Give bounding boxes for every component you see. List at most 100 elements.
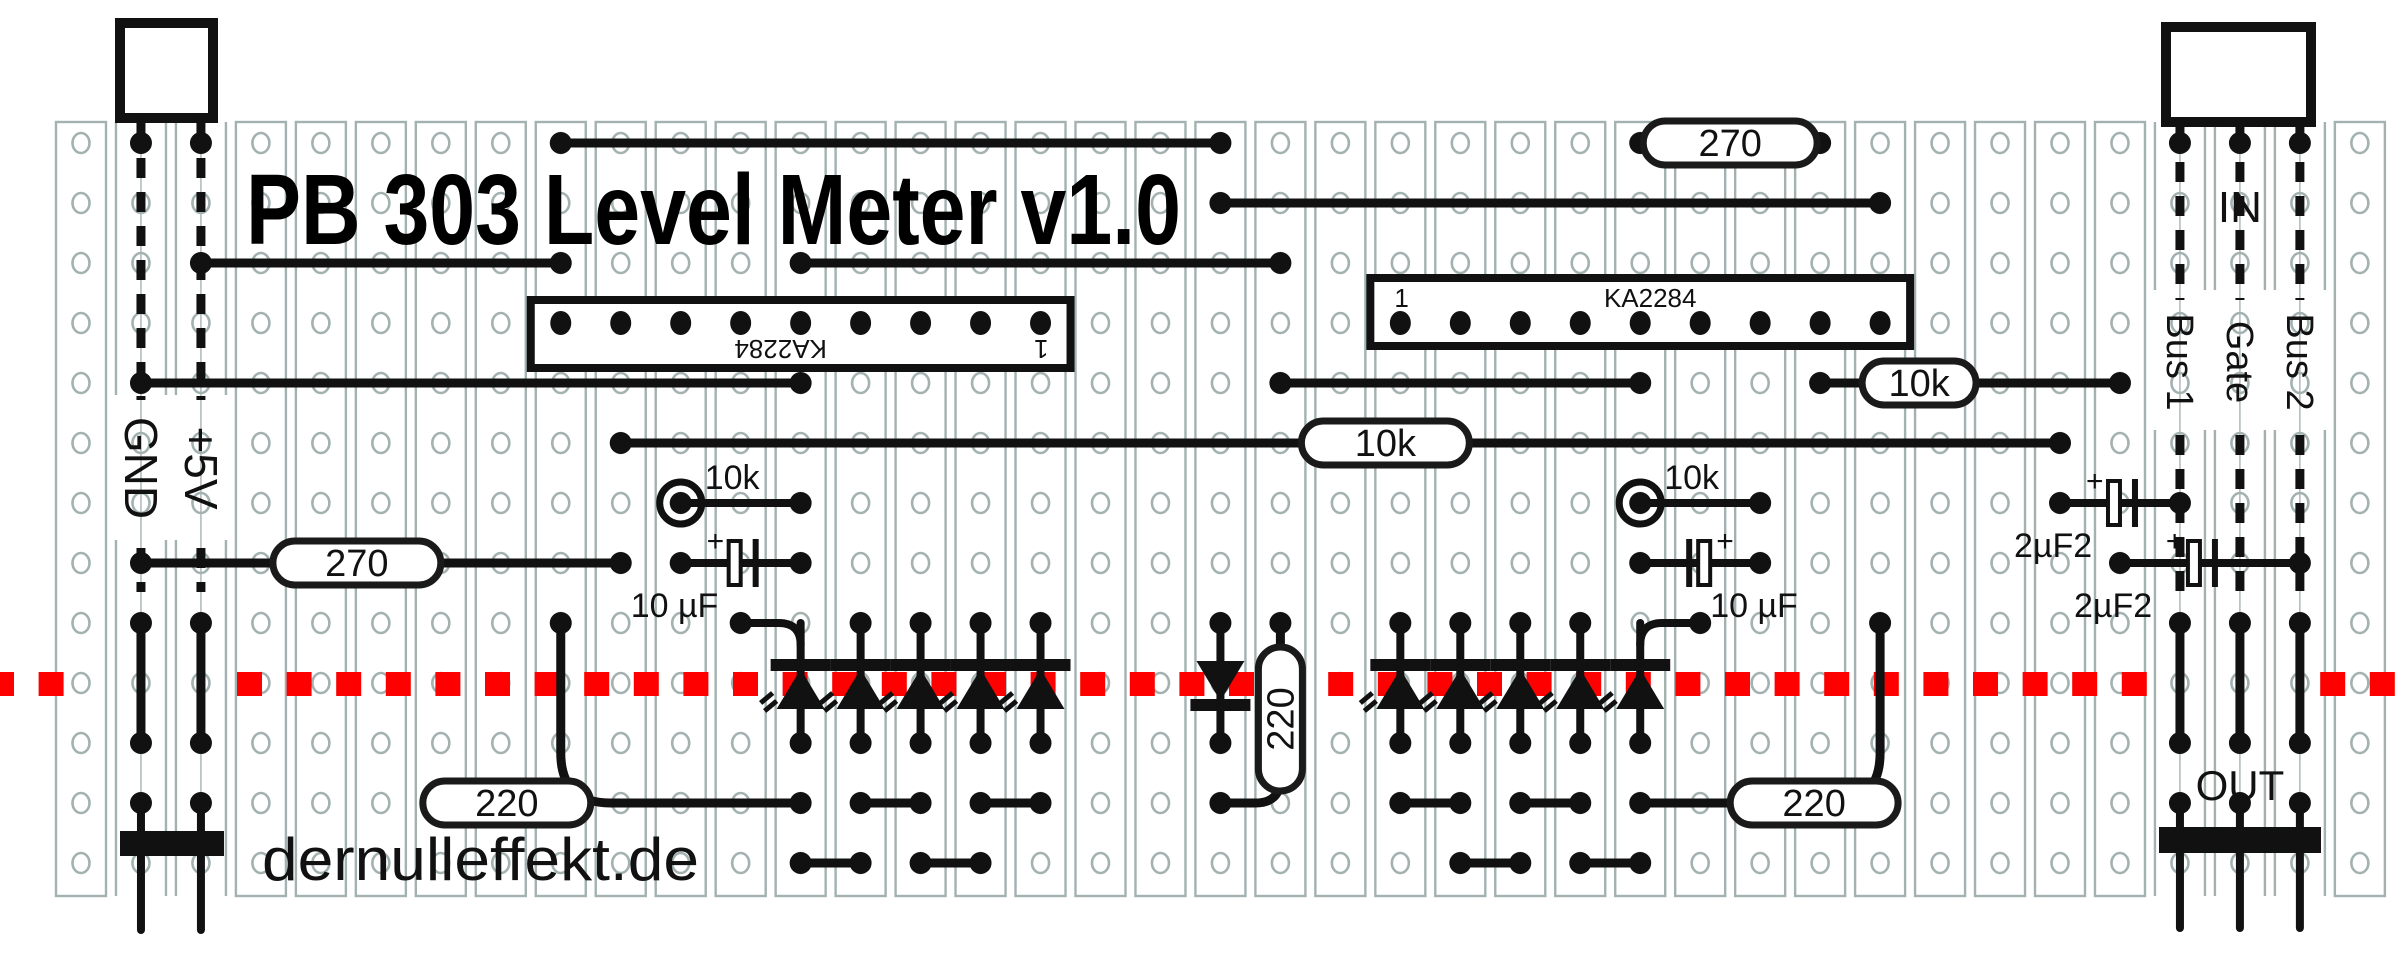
red-marker-square: [2072, 672, 2098, 696]
hole: [1030, 851, 1051, 875]
solder-dot: [969, 612, 992, 634]
hole: [1450, 131, 1471, 155]
strip: [894, 120, 947, 898]
solder-dot: [2049, 492, 2072, 514]
strip: [1494, 120, 1547, 898]
solder-dot: [1449, 792, 1472, 814]
board-title: PB 303 Level Meter v1.0: [246, 154, 1181, 266]
ic-pin: [850, 311, 872, 335]
ic-pin: [730, 311, 752, 335]
hole: [2230, 311, 2250, 335]
solder-dot: [849, 612, 872, 634]
strip: [234, 120, 288, 898]
hole: [1870, 851, 1890, 875]
ic-pin: [910, 311, 932, 335]
solder-dot: [2228, 732, 2251, 754]
hole: [1990, 491, 2010, 515]
ic-part-label: KA2284: [734, 334, 827, 364]
hole: [371, 731, 391, 755]
led-lead: [736, 619, 805, 649]
hole: [2350, 371, 2370, 395]
hole: [970, 491, 991, 515]
hole: [1870, 551, 1890, 575]
solder-dot: [2168, 492, 2191, 514]
hole: [1750, 371, 1770, 395]
hole: [2110, 191, 2130, 215]
hole: [1090, 191, 1111, 215]
hole: [2230, 371, 2250, 395]
hole: [1930, 611, 1950, 635]
hole: [670, 251, 691, 275]
hole: [1390, 851, 1411, 875]
hole: [1810, 611, 1830, 635]
hole: [2350, 491, 2370, 515]
hole: [1270, 551, 1291, 575]
capacitor-polarity-plus: +: [707, 525, 725, 558]
solder-dot: [1209, 612, 1232, 634]
solder-dot: [1029, 732, 1052, 754]
output-label: OUT: [2196, 762, 2285, 809]
led-triangle: [956, 669, 1005, 709]
led-triangle: [896, 669, 945, 709]
solder-dot: [2228, 132, 2251, 154]
solder-dot: [1809, 372, 1832, 394]
hole: [2350, 251, 2370, 275]
hole: [1750, 671, 1770, 695]
solder-dot: [2168, 732, 2191, 754]
hole: [910, 551, 931, 575]
red-marker-square: [2121, 672, 2147, 696]
led-light-ray: [1422, 699, 1438, 713]
solder-dot: [669, 492, 692, 514]
hole: [1510, 551, 1531, 575]
solder-dot: [1569, 792, 1592, 814]
solder-dot: [129, 612, 152, 634]
hole: [610, 491, 631, 515]
hole: [71, 611, 91, 635]
hole: [251, 191, 271, 215]
resistor-body: [419, 777, 595, 829]
hole: [131, 431, 151, 455]
red-marker-square: [485, 672, 510, 696]
red-marker-square: [683, 672, 709, 696]
hole: [1210, 551, 1231, 575]
hole: [1330, 491, 1351, 515]
strip: [1074, 120, 1127, 898]
solder-dot: [909, 792, 932, 814]
hole: [431, 311, 451, 335]
hole: [2290, 371, 2310, 395]
red-marker-square: [1923, 672, 1949, 696]
ic-pin: [610, 311, 632, 335]
hole: [371, 431, 391, 455]
hole: [550, 191, 571, 215]
hole: [2350, 611, 2370, 635]
hole: [1870, 491, 1890, 515]
hole: [2350, 311, 2370, 335]
hole: [970, 371, 991, 395]
led-cathode-bar: [1610, 659, 1671, 671]
red-marker-square: [2320, 672, 2346, 696]
hole: [1750, 731, 1770, 755]
led-cathode-bar: [890, 659, 951, 671]
input-connector-body: [2161, 22, 2316, 127]
solder-dot: [549, 612, 572, 634]
hole: [1210, 491, 1231, 515]
hole: [71, 251, 91, 275]
strip: [654, 120, 707, 898]
solder-dot: [1449, 852, 1472, 874]
solder-dot: [669, 552, 692, 574]
led-lead: [1636, 619, 1705, 649]
hole: [1090, 551, 1111, 575]
red-marker-square: [1080, 672, 1106, 696]
hole: [1990, 791, 2010, 815]
hole: [1330, 131, 1351, 155]
solder-dot: [549, 132, 572, 154]
solder-dot: [189, 612, 212, 634]
ic-pin: [670, 311, 692, 335]
hole: [191, 431, 211, 455]
strip: [2033, 120, 2087, 898]
hole: [1210, 371, 1231, 395]
led-light-ray: [1478, 691, 1494, 705]
hole: [1510, 131, 1531, 155]
hole: [1150, 371, 1171, 395]
